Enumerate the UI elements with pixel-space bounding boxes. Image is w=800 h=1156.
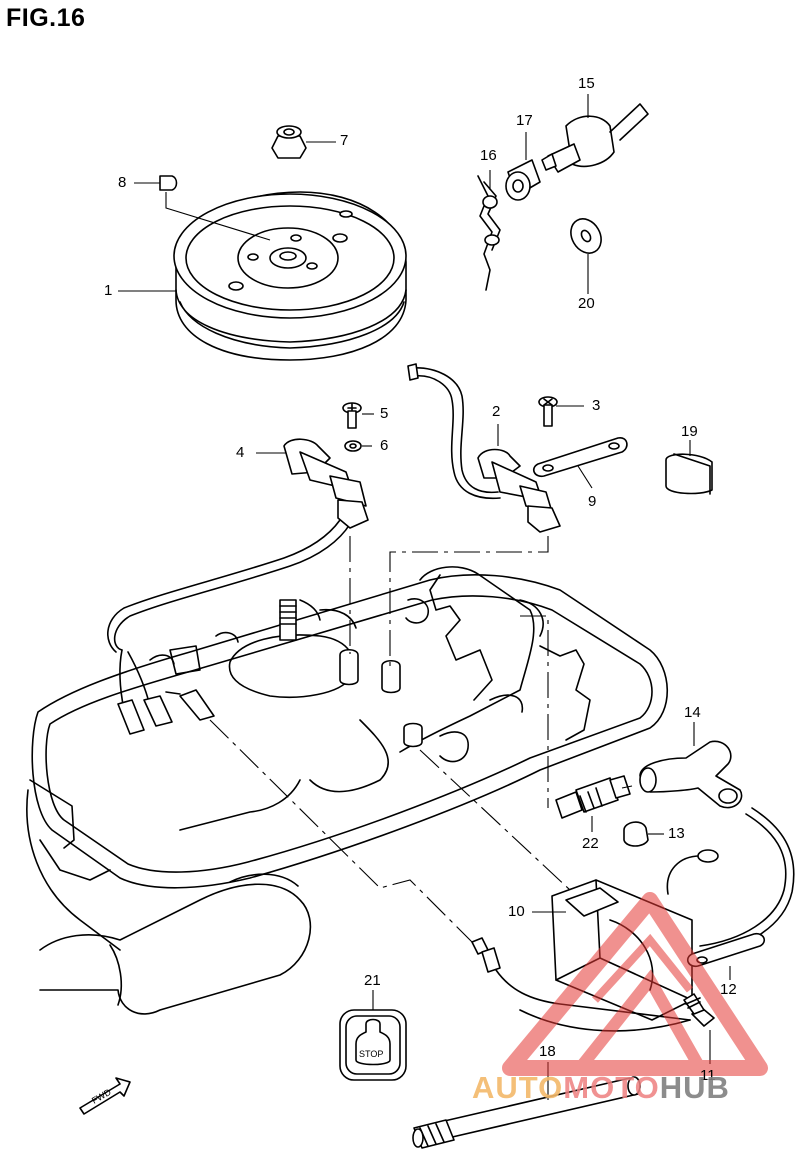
callout-5: 5 bbox=[380, 405, 389, 422]
woodruff-key bbox=[134, 175, 271, 241]
callout-17: 17 bbox=[516, 112, 533, 129]
watermark-part-hub: HUB bbox=[659, 1070, 730, 1105]
callout-15: 15 bbox=[578, 75, 595, 92]
callout-14: 14 bbox=[684, 704, 701, 721]
callout-11: 11 bbox=[700, 1067, 716, 1084]
rubber-tube bbox=[412, 1062, 641, 1149]
grommet-19 bbox=[665, 440, 713, 495]
callout-9: 9 bbox=[588, 493, 597, 510]
rubber-cap bbox=[623, 821, 664, 847]
stop-switch-lead bbox=[471, 937, 691, 1021]
watermark-text: AUTOMOTOHUB bbox=[472, 1070, 730, 1106]
callout-4: 4 bbox=[236, 444, 245, 461]
spark-plug-cap-ring bbox=[505, 132, 541, 201]
callout-19: 19 bbox=[681, 423, 698, 440]
charge-coil bbox=[407, 363, 561, 533]
spark-plug-cap bbox=[639, 722, 743, 809]
callout-2: 2 bbox=[492, 403, 501, 420]
callout-18: 18 bbox=[539, 1043, 556, 1060]
screw-5 bbox=[342, 402, 374, 429]
watermark-part-auto: AUTO bbox=[472, 1070, 564, 1105]
callout-12: 12 bbox=[720, 981, 737, 998]
stop-label: STOP bbox=[359, 1049, 383, 1059]
callout-1: 1 bbox=[104, 282, 113, 299]
coil-bracket bbox=[532, 437, 628, 489]
callout-3: 3 bbox=[592, 397, 601, 414]
callout-20: 20 bbox=[578, 295, 595, 312]
engine-block-housing bbox=[26, 566, 668, 1015]
pulser-coil bbox=[107, 438, 369, 735]
callout-8: 8 bbox=[118, 174, 127, 191]
forward-arrow-icon: FWD bbox=[79, 1077, 131, 1115]
callout-22: 22 bbox=[582, 835, 599, 852]
watermark-part-moto: MOTO bbox=[563, 1070, 660, 1105]
spark-plug bbox=[555, 775, 633, 832]
stop-switch: STOP bbox=[339, 990, 407, 1081]
watermark-logo-icon bbox=[502, 892, 768, 1076]
wire-clip bbox=[477, 170, 501, 291]
callout-13: 13 bbox=[668, 825, 685, 842]
flywheel-nut bbox=[271, 125, 336, 159]
lock-washer-6 bbox=[344, 440, 372, 452]
bolt-11 bbox=[683, 993, 715, 1064]
high-tension-cord bbox=[541, 94, 649, 173]
flywheel bbox=[118, 191, 407, 361]
callout-21: 21 bbox=[364, 972, 381, 989]
callout-10: 10 bbox=[508, 903, 525, 920]
assembly-leader-lines bbox=[209, 536, 601, 951]
washer bbox=[570, 218, 602, 294]
screw-3 bbox=[538, 396, 584, 427]
callout-16: 16 bbox=[480, 147, 497, 164]
callout-7: 7 bbox=[340, 132, 349, 149]
lead-clamp bbox=[686, 807, 795, 980]
callout-6: 6 bbox=[380, 437, 389, 454]
figure-title: FIG.16 bbox=[6, 4, 86, 32]
